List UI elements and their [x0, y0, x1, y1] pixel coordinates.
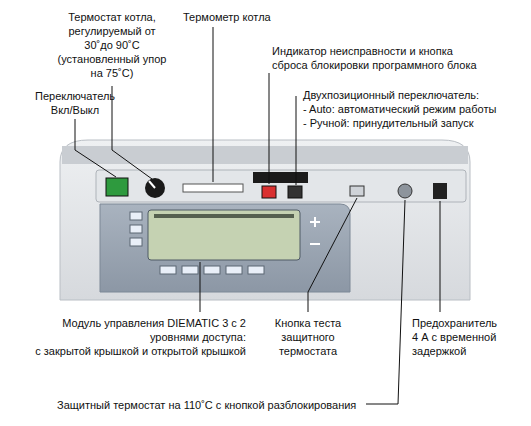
lcd-display [148, 210, 300, 260]
plus-minus-keys [310, 217, 320, 244]
lcd-bar [154, 214, 294, 218]
callout-label: Индикатор неисправности и кнопка сброса … [272, 44, 487, 72]
callout-label: - Auto: автоматический режим работы [303, 102, 496, 116]
leader-line [296, 96, 297, 185]
bottom-button [204, 266, 220, 274]
callout-label: Защитный термостат на 110˚С с кнопкой ра… [57, 398, 356, 412]
fuse [433, 183, 447, 199]
bottom-button [248, 266, 264, 274]
knob-marker [149, 181, 155, 188]
mode-switch [288, 186, 302, 198]
callout-label: с закрытой крышкой и открытой крышкой [30, 344, 246, 358]
callout-label: Кнопка теста защитного термостата [257, 316, 359, 358]
test-button [350, 186, 364, 196]
leader-line [308, 198, 357, 312]
leader-line [200, 262, 201, 312]
callout-label: Двухпозиционный переключатель: [303, 88, 479, 102]
bottom-button [182, 266, 198, 274]
thermometer [183, 184, 243, 192]
top-strip [62, 146, 468, 164]
leader-line [75, 119, 116, 177]
mini-display [253, 172, 308, 183]
leader-line [269, 73, 270, 184]
safety-thermostat [398, 184, 412, 198]
bottom-button [160, 266, 176, 274]
boiler-housing [60, 140, 470, 300]
side-button [130, 212, 142, 220]
callout-label: Предохранитель 4 А с временной задержкой [412, 316, 500, 358]
leader-line [213, 27, 214, 182]
callout-label: - Ручной: принудительный запуск [303, 116, 474, 130]
callout-label: Переключатель Вкл/Выкл [35, 89, 115, 117]
fault-indicator [262, 186, 276, 198]
leader-line [440, 201, 441, 312]
leader-line [366, 200, 405, 404]
side-button [130, 238, 142, 246]
control-band [96, 170, 466, 202]
callout-label: Термостат котла, регулируемый от 30˚до 9… [57, 10, 167, 80]
console-panel [100, 204, 350, 292]
callout-label: Модуль управления DIEMATIC 3 с 2 уровням… [56, 316, 246, 344]
leader-line [112, 86, 152, 179]
side-button [130, 225, 142, 233]
on-off-switch [106, 178, 128, 196]
callout-label: Термометр котла [183, 10, 271, 24]
thermostat-knob [145, 178, 165, 198]
bottom-button [226, 266, 242, 274]
